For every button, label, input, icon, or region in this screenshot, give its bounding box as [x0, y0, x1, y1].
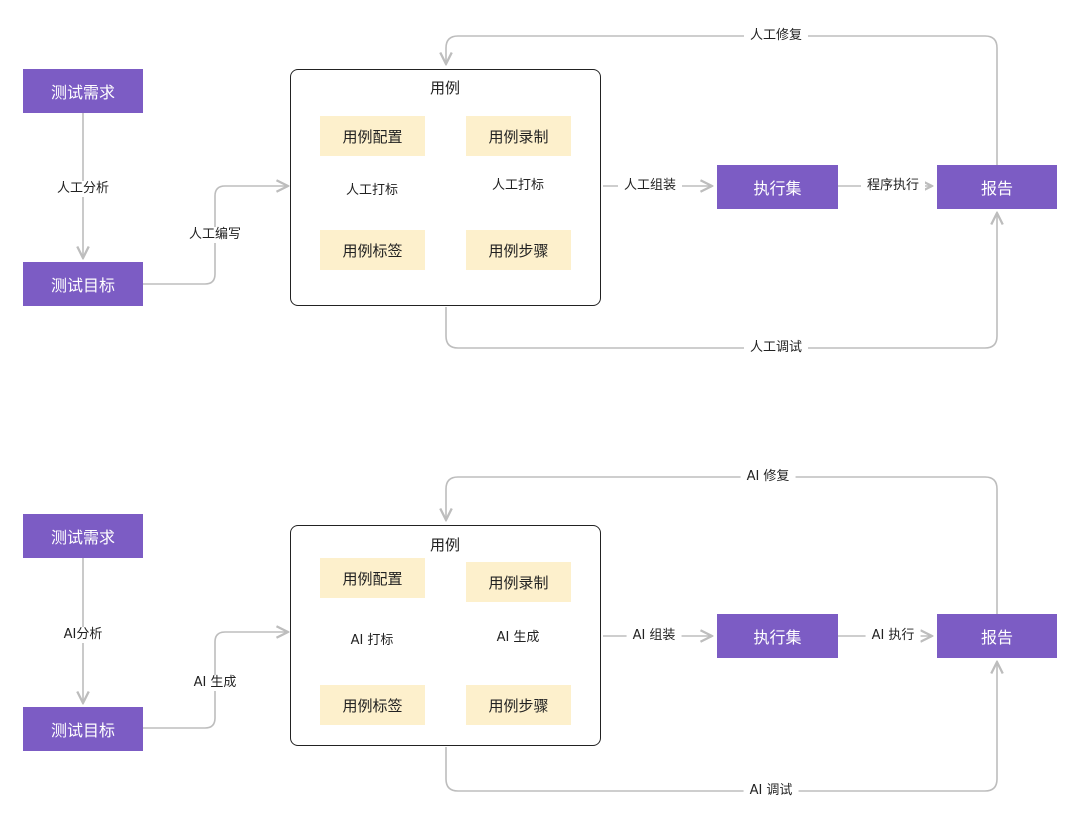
manual-case-frame [290, 69, 601, 306]
manual-case-step-box: 用例步骤 [466, 230, 571, 270]
manual-record-tag-label: 人工打标 [489, 178, 547, 194]
report-repair-loop-arrow [446, 35, 998, 165]
ai-case-tag-box: 用例标签 [320, 685, 425, 725]
ai-tag-label: AI 打标 [348, 633, 396, 649]
ai-report-node: 报告 [937, 614, 1057, 658]
ai-repair-label: AI 修复 [740, 469, 796, 485]
manual-debug-label: 人工调试 [743, 340, 809, 356]
case-debug-loop-arrow [445, 213, 997, 349]
manual-target-node: 测试目标 [23, 262, 143, 306]
manual-repair-label: 人工修复 [743, 28, 809, 44]
manual-requirement-node: 测试需求 [23, 69, 143, 113]
ai-target-node: 测试目标 [23, 707, 143, 751]
ai-execute-label: AI 执行 [865, 628, 921, 644]
ai-case-config-box: 用例配置 [320, 558, 425, 598]
ai-execset-node: 执行集 [717, 614, 838, 658]
ai-case-title: 用例 [429, 536, 460, 554]
ai-debug-label: AI 调试 [743, 783, 799, 799]
manual-case-config-box: 用例配置 [320, 116, 425, 156]
ai-write-label: AI 生成 [191, 675, 239, 691]
manual-write-label: 人工编写 [186, 227, 244, 243]
ai-analysis-label: AI分析 [61, 627, 105, 643]
ai-record-tag-label: AI 生成 [494, 630, 542, 646]
ai-report-repair-loop-arrow [446, 476, 998, 614]
ai-requirement-node: 测试需求 [23, 514, 143, 558]
ai-assemble-label: AI 组装 [626, 628, 682, 644]
ai-case-record-box: 用例录制 [466, 562, 571, 602]
manual-case-tag-box: 用例标签 [320, 230, 425, 270]
manual-report-node: 报告 [937, 165, 1057, 209]
manual-case-title: 用例 [429, 79, 460, 97]
ai-case-debug-loop-arrow [445, 662, 997, 792]
manual-tag-label: 人工打标 [343, 183, 401, 199]
ai-case-step-box: 用例步骤 [466, 685, 571, 725]
manual-analysis-label: 人工分析 [54, 181, 112, 197]
manual-assemble-label: 人工组装 [617, 178, 683, 194]
manual-case-record-box: 用例录制 [466, 116, 571, 156]
manual-execute-label: 程序执行 [860, 178, 926, 194]
manual-execset-node: 执行集 [717, 165, 838, 209]
